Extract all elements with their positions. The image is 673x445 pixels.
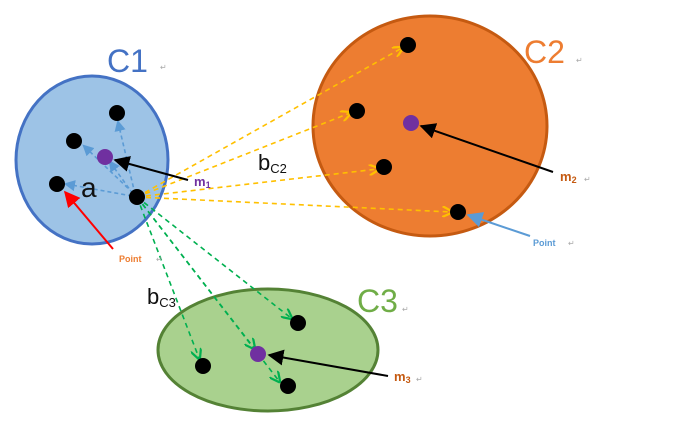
cluster-c3-region	[156, 287, 380, 413]
distance-b-c2-label: bC2	[258, 150, 287, 176]
c3-centroid	[250, 346, 266, 362]
c1-point	[66, 133, 82, 149]
paragraph-mark: ↵	[584, 175, 591, 184]
c1-centroid	[97, 149, 113, 165]
distance-a-label: a	[81, 172, 97, 203]
arrow-to-centroid-m1	[113, 156, 189, 181]
point-label-right: Point	[533, 238, 556, 248]
arrow-to-c2-point-2	[136, 113, 350, 198]
c3-point	[280, 378, 296, 394]
arrow-to-c2-point-3	[136, 169, 378, 198]
c2-centroid	[403, 115, 419, 131]
arrow-to-centroid-m3	[267, 349, 389, 377]
cluster-c2-region	[311, 14, 549, 238]
cluster-c2-label: C2	[524, 34, 565, 70]
paragraph-mark: ↵	[416, 375, 423, 384]
arrow-to-c2-point-4	[136, 196, 451, 212]
cluster-c3-label: C3	[357, 283, 398, 319]
c2-point-target	[450, 204, 466, 220]
cluster-c1-label: C1	[107, 43, 148, 79]
c1-point	[109, 105, 125, 121]
paragraph-mark: ↵	[156, 255, 163, 264]
arrow-to-c2-point-1	[136, 48, 402, 198]
c3-point	[290, 315, 306, 331]
paragraph-mark: ↵	[576, 56, 583, 65]
point-callout-arrow-left	[63, 190, 114, 250]
paragraph-mark: ↵	[568, 239, 575, 248]
arrow-to-c3-point-1	[136, 196, 199, 358]
arrow-to-centroid-m2	[419, 123, 554, 173]
c2-point	[349, 103, 365, 119]
centroid-m2-label: m2	[560, 169, 577, 185]
cluster-c1-region	[14, 74, 170, 246]
c1-point-selected	[129, 189, 145, 205]
point-callout-arrow-right	[466, 212, 531, 237]
c2-point	[376, 159, 392, 175]
arrow-to-c3-point-2	[136, 196, 291, 318]
arrow-to-c3-centroid	[136, 196, 254, 348]
c2-point	[400, 37, 416, 53]
point-label-left: Point	[119, 254, 142, 264]
distance-b-c3-label: bC3	[147, 284, 176, 310]
arrows-to-c2	[136, 48, 451, 212]
centroid-m3-label: m3	[394, 369, 411, 385]
paragraph-mark: ↵	[160, 63, 167, 72]
paragraph-mark: ↵	[402, 305, 409, 314]
centroid-m1-label: m1	[194, 174, 211, 190]
arrow-intra-2	[82, 144, 134, 194]
c3-point	[195, 358, 211, 374]
c1-point	[49, 176, 65, 192]
